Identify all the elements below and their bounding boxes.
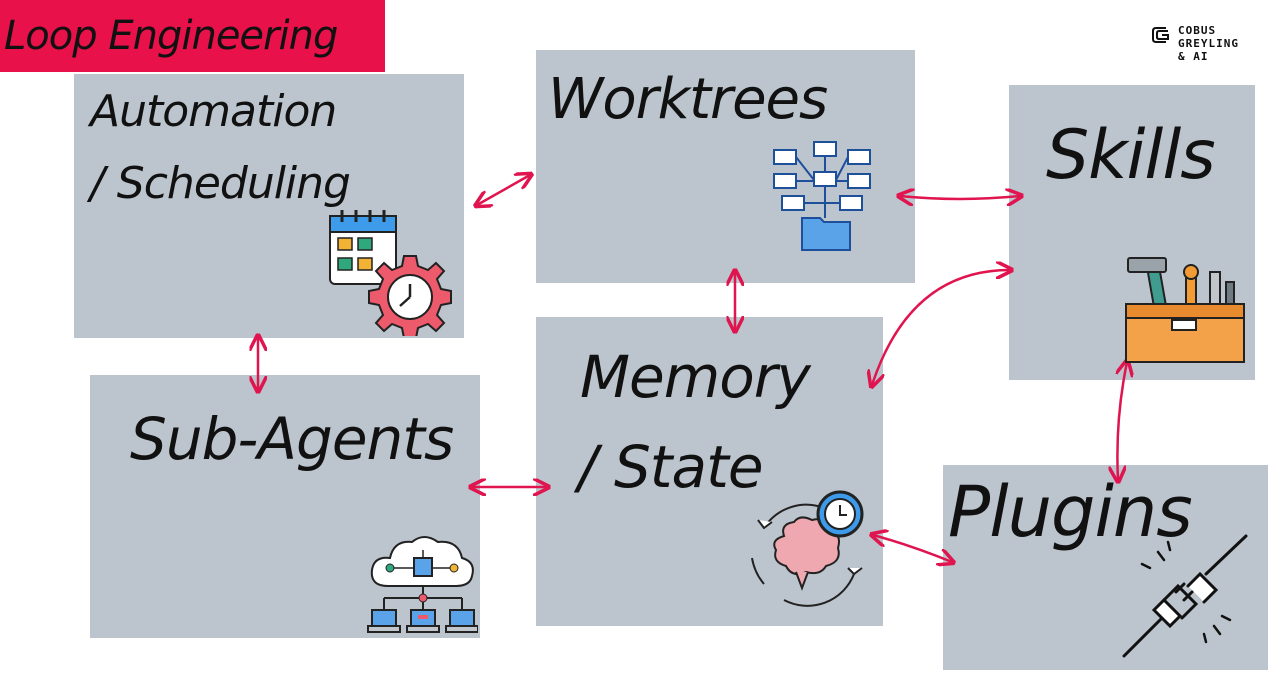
memory-box (536, 317, 883, 626)
plug-icon (1122, 534, 1248, 658)
folder-tree-icon (773, 141, 871, 251)
skills-label: Skills (1046, 116, 1216, 195)
toolbox-icon (1125, 257, 1245, 363)
brand-suffix: & AI (1178, 50, 1209, 63)
scheduling-label: / Scheduling (90, 158, 351, 209)
brand-name: COBUS GREYLING (1178, 24, 1239, 50)
page-title: Loop Engineering (4, 13, 338, 59)
title-banner: Loop Engineering (0, 0, 385, 72)
state-label: / State (578, 433, 764, 501)
plugins-label: Plugins (948, 471, 1193, 553)
arrow-automation-worktrees (477, 175, 530, 205)
brain-cycle-icon (751, 490, 864, 607)
worktrees-box (536, 50, 915, 283)
arrow-memory-plugins (873, 535, 952, 562)
arrow-worktrees-skills (900, 196, 1020, 199)
brand-logo: COBUS GREYLING & AI (1150, 24, 1278, 63)
subagents-label: Sub-Agents (130, 405, 454, 473)
arrow-skills-memory (872, 270, 1010, 385)
subagents-box (90, 375, 480, 638)
cg-logo-icon (1152, 27, 1169, 43)
calendar-gear-icon (329, 210, 452, 336)
memory-label: Memory (580, 343, 811, 411)
arrow-skills-plugins (1117, 362, 1127, 480)
cloud-network-icon (367, 536, 478, 633)
worktrees-label: Worktrees (548, 67, 828, 132)
automation-label: Automation (90, 86, 337, 137)
